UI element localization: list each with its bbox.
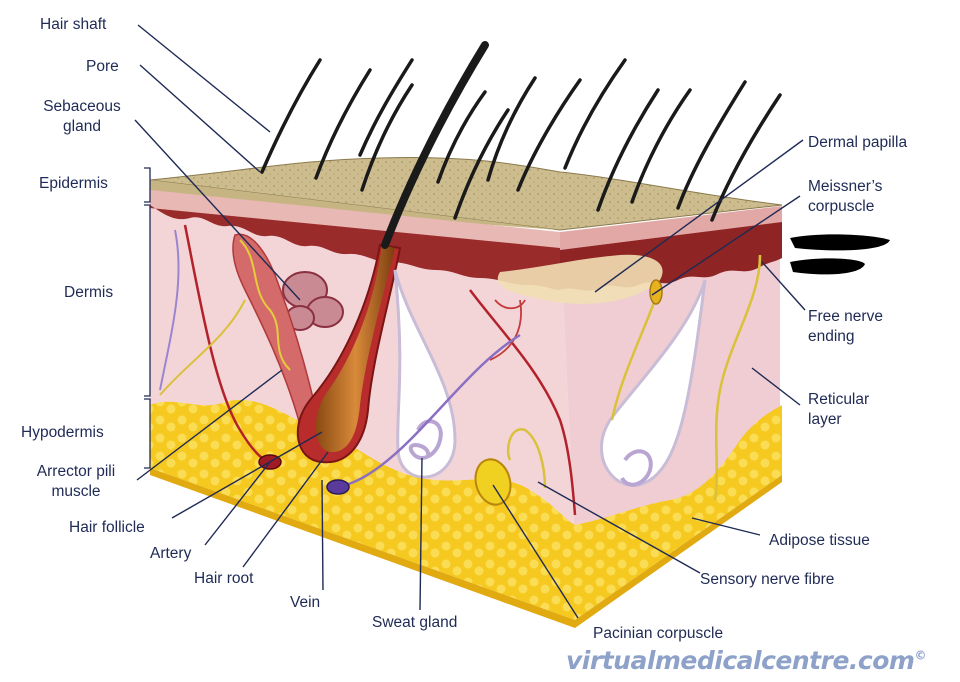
sensory-nerve-fibre [506, 428, 547, 489]
pacinian-corpuscle [474, 458, 512, 506]
label-hair-shaft: Hair shaft [40, 16, 107, 33]
free-nerve-ending-fibre [713, 254, 762, 501]
hair-root [315, 245, 395, 453]
label-dermis: Dermis [64, 284, 114, 301]
artery [183, 224, 273, 464]
sweat-gland-front [393, 269, 457, 479]
hair-main [381, 41, 489, 249]
epidermis-top-left [150, 180, 560, 230]
label-hair-root: Hair root [194, 570, 254, 587]
label-hair-follicle: Hair follicle [69, 519, 145, 536]
epidermis-front-edge [150, 190, 560, 250]
redacted-mark-2 [790, 258, 865, 275]
nerve-left [159, 299, 246, 396]
vein-vessel [344, 333, 521, 487]
label-hypodermis: Hypodermis [21, 424, 104, 441]
redacted-mark [790, 234, 890, 251]
label-pore: Pore [86, 58, 119, 75]
label-pacinian-corpuscle: Pacinian corpuscle [593, 625, 724, 642]
label-vein: Vein [290, 594, 321, 611]
label-sensory-nerve-fibre: Sensory nerve fibre [700, 571, 835, 588]
sweat-gland-right [599, 279, 707, 487]
label-arrector-pili-muscle: Arrector pili muscle [36, 463, 116, 500]
watermark-text: virtualmedicalcentre.com [566, 646, 915, 675]
artery-2 [469, 289, 577, 516]
vein-cut-end [326, 479, 350, 495]
label-free-nerve-ending: Free nerve ending [808, 308, 883, 345]
label-sebaceous-gland: Sebaceous gland [43, 98, 121, 135]
label-epidermis: Epidermis [39, 175, 108, 192]
leader-lines [134, 24, 806, 619]
label-sweat-gland: Sweat gland [372, 614, 458, 631]
vein-vessel-left [159, 229, 180, 391]
label-dermal-papilla: Dermal papilla [808, 134, 908, 151]
arrector-pili-nerve [239, 239, 291, 371]
label-artery: Artery [150, 545, 192, 562]
papillary-band-front [150, 205, 560, 290]
label-adipose-tissue: Adipose tissue [769, 532, 870, 549]
copyright-symbol: © [914, 648, 926, 663]
adipose-right [575, 405, 782, 620]
adipose-front [150, 399, 575, 620]
watermark: virtualmedicalcentre.com© [566, 646, 926, 675]
sebaceous-gland [282, 271, 344, 331]
adipose-bottom-edge [150, 468, 782, 628]
dermal-papilla-area [497, 254, 663, 304]
epidermis-right-edge [560, 206, 782, 250]
label-reticular-layer: Reticular layer [808, 391, 870, 428]
label-meissners-corpuscle: Meissner’s corpuscle [808, 178, 883, 215]
nerve-right [610, 299, 657, 421]
layer-brackets [144, 167, 151, 469]
hair-shafts [260, 41, 782, 249]
